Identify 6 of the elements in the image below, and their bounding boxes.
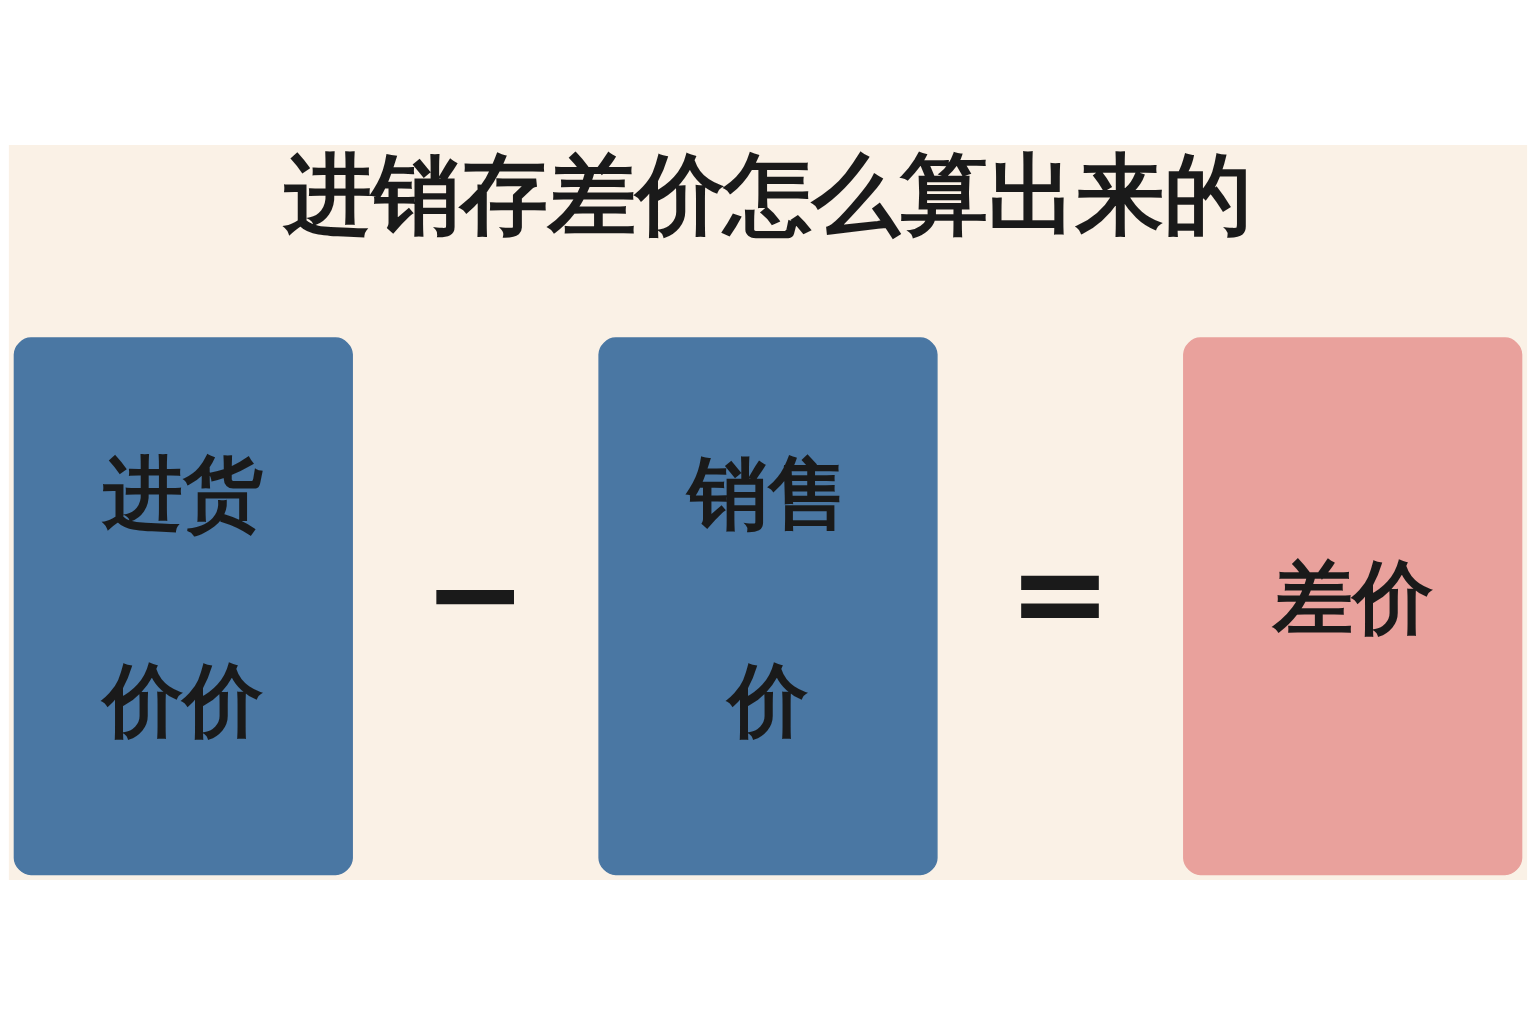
label: = — [1007, 520, 1112, 665]
node-box: 销售 价 — [598, 336, 938, 875]
node-box: 差价 — [1183, 336, 1523, 875]
node-box: 进货 价价 — [13, 336, 353, 875]
diagram-title: 进销存差价怎么算出来的 — [283, 142, 1252, 246]
label: − — [423, 520, 528, 665]
